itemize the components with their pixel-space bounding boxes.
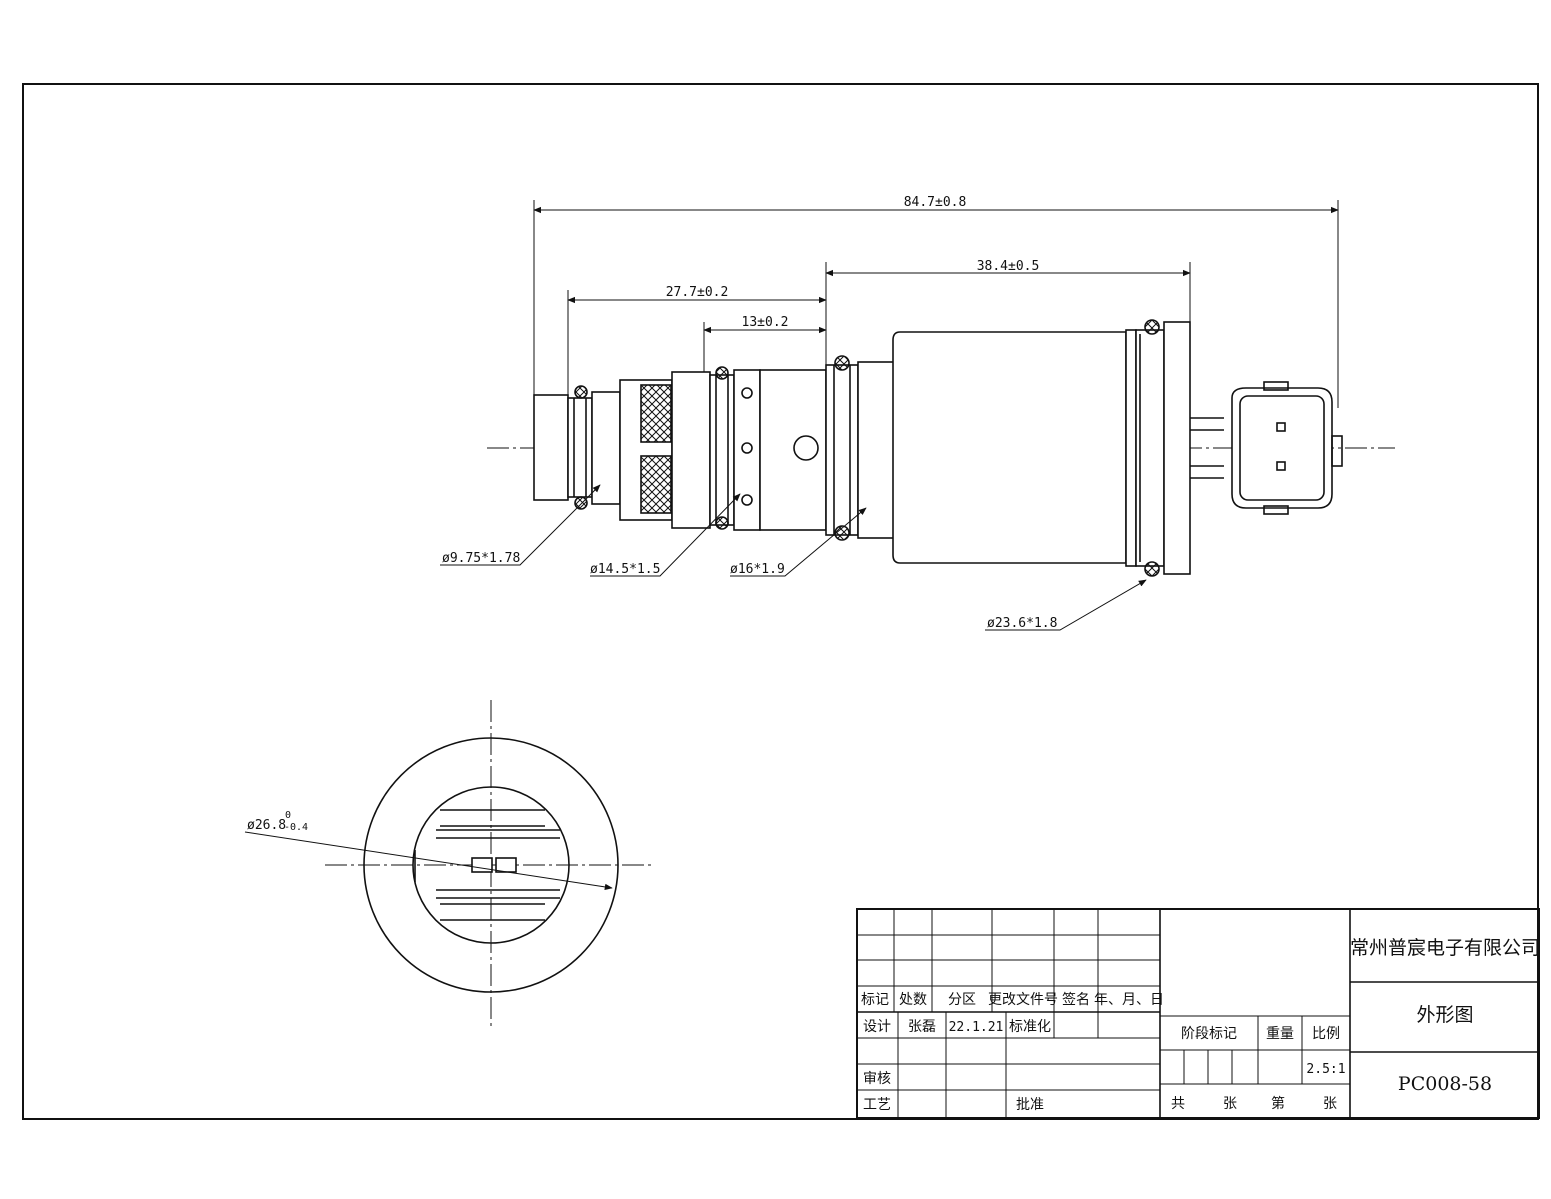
dim-end-diameter: ø26.8 [247,818,286,833]
oring-4-bottom [1144,561,1160,577]
port-hole [741,387,753,399]
valve-body [759,369,827,531]
header-count: 处数 [899,992,927,1008]
port-hole [741,442,753,454]
dim-valve-length: 27.7±0.2 [666,285,729,300]
pin-block [471,857,493,873]
sheet-no-label: 第 [1271,1095,1285,1112]
stage-label: 阶段标记 [1181,1026,1237,1042]
drawing-title: 外形图 [1416,1004,1473,1026]
connector-pin [1276,422,1286,432]
dim-coil-length: 38.4±0.5 [977,259,1040,274]
dim-overall-length: 84.7±0.8 [904,195,967,210]
pin-block [495,857,517,873]
oring-3-bottom [834,525,850,541]
side-view [487,319,1395,577]
oring-4-top [1144,319,1160,335]
coil-housing [892,331,1127,564]
header-change-doc: 更改文件号 [988,992,1058,1008]
review-label: 审核 [863,1071,891,1087]
design-date: 22.1.21 [949,1020,1004,1035]
end-view [244,700,655,1030]
title-block-text: 标记 处数 分区 更改文件号 签名 年、月、日 设计 张磊 22.1.21 标准… [861,937,1540,1113]
oring-3-top [834,355,850,371]
header-mark: 标记 [861,992,889,1008]
design-label: 设计 [863,1019,891,1035]
connector-pin [1276,461,1286,471]
filter-mesh-top [640,384,672,443]
dim-oring-4: ø23.6*1.8 [987,616,1057,631]
scale-value: 2.5:1 [1306,1062,1345,1077]
sheets-label: 张 [1223,1096,1237,1112]
housing-circle [412,786,570,944]
dim-oring-3: ø16*1.9 [730,562,785,577]
oring-2-top [715,366,729,380]
dim-oring-1: ø9.75*1.78 [442,551,520,566]
designer-name: 张磊 [908,1019,936,1035]
drawing-number: PC008-58 [1398,1073,1492,1095]
oring-1-top [574,385,588,399]
dim-seat-length: 13±0.2 [742,315,789,330]
header-signature: 签名 [1062,991,1090,1008]
oring-2-bottom [715,516,729,530]
outer-flange-circle [363,737,619,993]
sheet-border [22,83,1539,1120]
valve-bore [793,435,819,461]
dimension-lines [440,200,1339,631]
dim-end-tol-lower: -0.4 [284,822,308,833]
approve-label: 批准 [1016,1097,1044,1113]
scale-label: 比例 [1312,1026,1340,1042]
header-zone: 分区 [948,992,976,1008]
title-block [856,908,1540,1119]
nozzle-tip [533,394,569,501]
header-date: 年、月、日 [1094,992,1164,1008]
port-hole [741,494,753,506]
oring-1-bottom [574,496,588,510]
filter-mesh-bottom [640,455,672,514]
end-flange [1163,321,1191,575]
dim-oring-2: ø14.5*1.5 [590,562,660,577]
process-label: 工艺 [863,1097,891,1113]
connector-latch [1331,435,1343,467]
dim-end-tol-upper: 0 [285,810,291,821]
weight-label: 重量 [1266,1026,1294,1042]
sheet-label: 张 [1323,1096,1337,1112]
standardize-label: 标准化 [1009,1019,1051,1035]
company-name: 常州普宸电子有限公司 [1350,937,1540,959]
total-label: 共 [1171,1096,1185,1112]
